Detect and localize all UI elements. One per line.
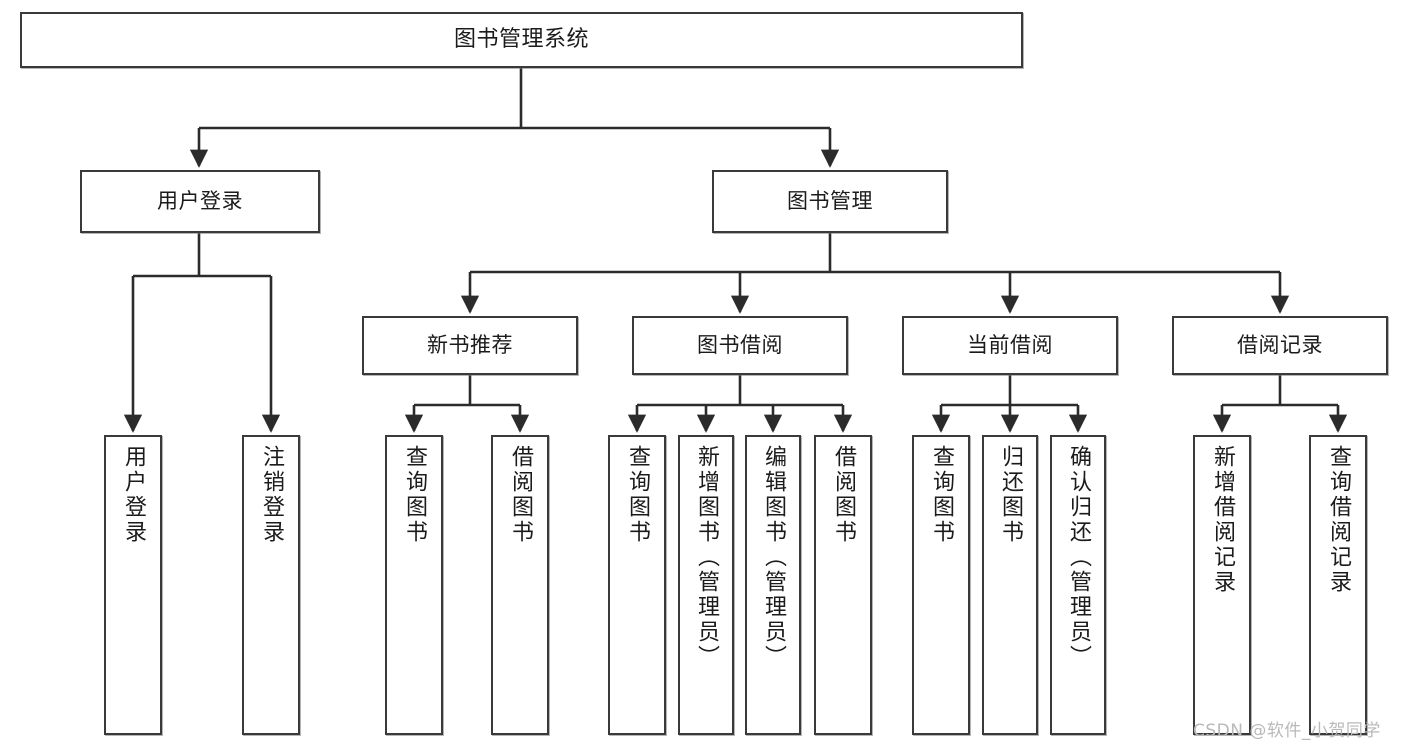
node-book-borrow[interactable]: 图书借阅 — [632, 316, 848, 375]
node-book-manage-label: 图书管理 — [787, 189, 873, 214]
node-root-label: 图书管理系统 — [453, 27, 589, 53]
node-leaf-add-record[interactable]: 新增借阅记录 — [1193, 435, 1251, 735]
node-leaf-query-book-3-label: 查询图书 — [929, 445, 954, 545]
node-user-login[interactable]: 用户登录 — [80, 170, 320, 233]
node-book-borrow-label: 图书借阅 — [697, 333, 783, 358]
node-leaf-user-login-label: 用户登录 — [121, 445, 146, 545]
node-new-book-rec-label: 新书推荐 — [427, 333, 513, 358]
node-leaf-edit-book[interactable]: 编辑图书（管理员） — [745, 435, 801, 735]
node-leaf-borrow-book-2[interactable]: 借阅图书 — [814, 435, 872, 735]
node-leaf-edit-book-label: 编辑图书（管理员） — [761, 445, 786, 670]
node-current-borrow[interactable]: 当前借阅 — [902, 316, 1118, 375]
node-leaf-borrow-book-2-label: 借阅图书 — [831, 445, 856, 545]
node-leaf-query-book-1-label: 查询图书 — [402, 445, 427, 545]
node-leaf-logout-login-label: 注销登录 — [259, 445, 284, 545]
node-leaf-user-login[interactable]: 用户登录 — [104, 435, 162, 735]
node-user-login-label: 用户登录 — [157, 189, 243, 214]
node-leaf-confirm-return[interactable]: 确认归还（管理员） — [1050, 435, 1106, 735]
node-leaf-query-book-2-label: 查询图书 — [625, 445, 650, 545]
node-leaf-borrow-book-1-label: 借阅图书 — [508, 445, 533, 545]
node-leaf-return-book-label: 归还图书 — [998, 445, 1023, 545]
node-leaf-borrow-book-1[interactable]: 借阅图书 — [491, 435, 549, 735]
node-book-manage[interactable]: 图书管理 — [712, 170, 948, 233]
node-leaf-add-book[interactable]: 新增图书（管理员） — [678, 435, 734, 735]
node-leaf-query-book-2[interactable]: 查询图书 — [608, 435, 666, 735]
node-root[interactable]: 图书管理系统 — [20, 12, 1023, 68]
node-leaf-return-book[interactable]: 归还图书 — [982, 435, 1038, 735]
node-leaf-logout-login[interactable]: 注销登录 — [242, 435, 300, 735]
node-borrow-record[interactable]: 借阅记录 — [1172, 316, 1388, 375]
node-leaf-query-book-3[interactable]: 查询图书 — [912, 435, 970, 735]
node-new-book-rec[interactable]: 新书推荐 — [362, 316, 578, 375]
node-current-borrow-label: 当前借阅 — [967, 333, 1053, 358]
csdn-watermark: CSDN @软件_小贺同学 — [1193, 721, 1381, 741]
node-leaf-confirm-return-label: 确认归还（管理员） — [1066, 445, 1091, 670]
node-leaf-add-record-label: 新增借阅记录 — [1210, 445, 1235, 595]
node-leaf-add-book-label: 新增图书（管理员） — [694, 445, 719, 670]
node-leaf-query-book-1[interactable]: 查询图书 — [385, 435, 443, 735]
node-leaf-query-record-label: 查询借阅记录 — [1326, 445, 1351, 595]
node-leaf-query-record[interactable]: 查询借阅记录 — [1309, 435, 1367, 735]
node-borrow-record-label: 借阅记录 — [1237, 333, 1323, 358]
